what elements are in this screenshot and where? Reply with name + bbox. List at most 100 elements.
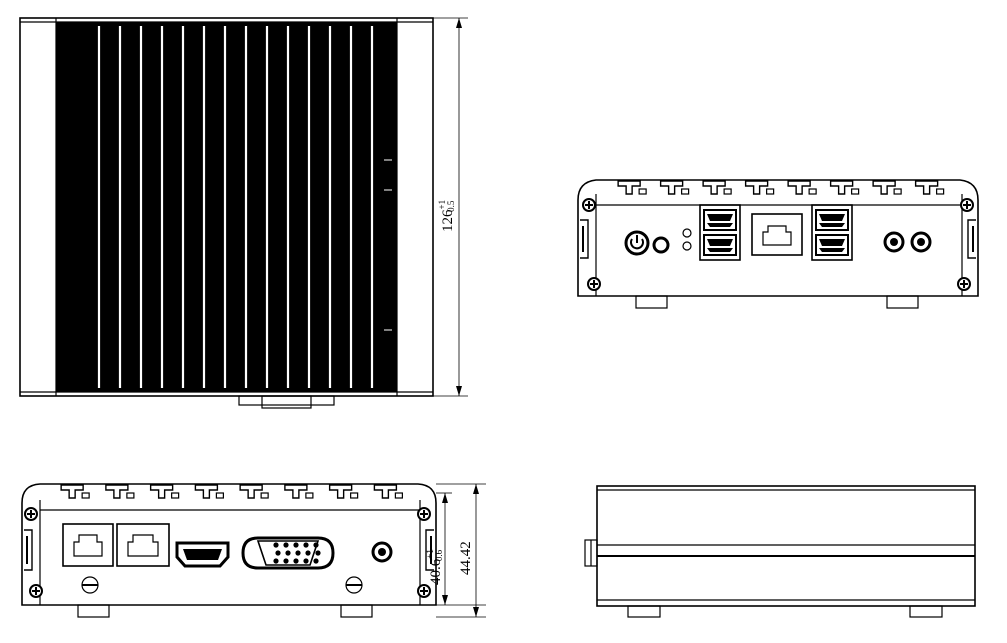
kensington-lock [345, 576, 363, 594]
vga-pin [283, 558, 289, 564]
heatsink-tooth [328, 484, 353, 499]
audio-jack [910, 231, 932, 253]
usb-port [703, 209, 737, 231]
bracket [425, 529, 434, 571]
kensington-lock [81, 576, 99, 594]
vga-pin [273, 558, 279, 564]
usb-port [815, 234, 849, 256]
heatsink-tooth [702, 180, 726, 195]
heatsink-tooth [787, 180, 811, 195]
dc-power-jack [371, 541, 393, 563]
screws-rear [24, 507, 431, 598]
body-height-dimension-label: 40.6+10.6 [425, 549, 444, 585]
body-height-value: 40.6 [428, 558, 444, 585]
usb-tongue [819, 214, 845, 221]
vga-pin [315, 550, 321, 556]
heatsink-tooth [284, 484, 308, 499]
top-view [19, 17, 468, 409]
rubber-foot [77, 604, 110, 618]
usb-tongue [707, 248, 733, 252]
depth-dimension-label: 126+10.5 [437, 200, 456, 232]
vga-pin [283, 542, 289, 548]
side-view [584, 485, 976, 618]
vga-port [241, 536, 335, 570]
heatsink-tooth [914, 180, 939, 195]
rubber-foot [340, 604, 373, 618]
rubber-foot [627, 605, 661, 618]
heatsink-tooth [149, 484, 174, 499]
heatsink-tooth [829, 180, 854, 195]
usb-port-stack [811, 204, 853, 261]
body-height-tol-upper: +1 [425, 549, 435, 559]
mount-brackets-front [580, 219, 976, 259]
rj45-port [62, 523, 114, 567]
tooth-slot [936, 188, 945, 195]
heatsink-tooth [744, 180, 769, 195]
heatsink-fins [56, 22, 397, 392]
tooth-slot [260, 492, 269, 499]
heatsink-tooth [872, 180, 896, 195]
rubber-foot [635, 295, 668, 309]
usb-port [703, 234, 737, 256]
heatsink-tooth [659, 180, 684, 195]
mount-brackets-rear [24, 529, 434, 571]
audio-jack [883, 231, 905, 253]
bracket [967, 219, 976, 259]
tooth-slot [766, 188, 775, 195]
rubber-foot [886, 295, 919, 309]
usb-tongue [819, 248, 845, 252]
tooth-slot [81, 492, 90, 499]
depth-tol-lower: 0.5 [446, 200, 456, 212]
usb-tongue [819, 223, 845, 227]
heatsink-tooth [373, 484, 398, 499]
hdmi-port [175, 541, 230, 568]
heatsink-tooth [617, 180, 641, 195]
tooth-slot [126, 492, 135, 499]
usb-housing [699, 204, 741, 261]
power-button [624, 230, 650, 256]
vga-pin [273, 542, 279, 548]
tooth-slot [808, 188, 817, 195]
vga-pin [275, 550, 281, 556]
total-height-value: 44.42 [458, 541, 474, 575]
vga-pin [295, 550, 301, 556]
vga-pin [305, 550, 311, 556]
tooth-slot [893, 188, 902, 195]
usb-housing [811, 204, 853, 261]
tooth-slot [215, 492, 224, 499]
bracket [24, 529, 33, 571]
tooth-slot [171, 492, 180, 499]
vga-pin [285, 550, 291, 556]
audio-jack [652, 236, 670, 254]
total-height-dimension-label: 44.42 [458, 541, 474, 575]
tooth-slot [305, 492, 314, 499]
vga-pin [313, 558, 319, 564]
usb-tongue [707, 214, 733, 221]
front-view [577, 179, 979, 309]
depth-tol-upper: +1 [437, 200, 447, 210]
vga-pin [303, 558, 309, 564]
usb-tongue [707, 223, 733, 227]
heatsink-tooth [194, 484, 219, 499]
tooth-slot [851, 188, 860, 195]
vga-pin [313, 542, 319, 548]
tooth-slot [681, 188, 690, 195]
depth-value: 126 [440, 209, 456, 232]
body-height-tol-lower: 0.6 [434, 549, 444, 561]
tooth-slot [350, 492, 359, 499]
heatsink-tooth [60, 484, 84, 499]
led-indicator [682, 241, 692, 251]
usb-tongue [707, 239, 733, 246]
led-indicator [682, 228, 692, 238]
vga-pin [293, 558, 299, 564]
heatsink-teeth-rear [60, 484, 403, 499]
rj45-port [116, 523, 170, 567]
tooth-slot [394, 492, 403, 499]
rj45-port [751, 213, 803, 256]
heatsink-teeth-front [617, 180, 945, 195]
usb-tongue [819, 239, 845, 246]
tooth-slot [638, 188, 647, 195]
heatsink-tooth [105, 484, 129, 499]
bracket [580, 219, 589, 259]
vga-pin [293, 542, 299, 548]
